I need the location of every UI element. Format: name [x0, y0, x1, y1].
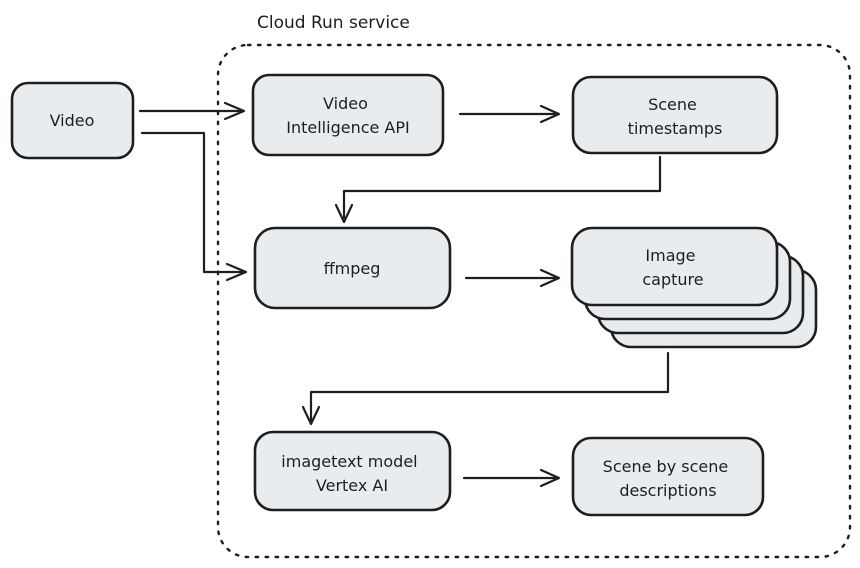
node-scene-by-scene-descriptions: [571, 436, 765, 517]
node-video-intelligence-api-label: Video Intelligence API: [286, 94, 410, 137]
node-image-capture-label: Image capture: [642, 246, 703, 289]
edge-video-to-ffmpeg: [140, 131, 248, 282]
node-scene-timestamps: [571, 75, 779, 155]
node-imagetext-model-label: imagetext model Vertex AI: [281, 452, 422, 495]
node-scene-timestamps-label: Scene timestamps: [628, 95, 723, 138]
node-imagetext-model-vertex-ai: [253, 430, 452, 512]
node-video-intelligence-api: [251, 73, 445, 157]
node-ffmpeg: [253, 226, 452, 310]
edge-video-to-video-intelligence: [138, 101, 246, 121]
node-video-label: Video: [50, 111, 95, 130]
container-title: Cloud Run service: [257, 13, 410, 33]
edge-scene-timestamps-to-ffmpeg: [334, 155, 662, 224]
node-image-capture: [570, 226, 779, 307]
node-video: [10, 81, 135, 160]
cloud-run-container: [216, 43, 852, 559]
edge-video-intelligence-to-scene-timestamps: [458, 104, 561, 124]
node-scene-descriptions-label: Scene by scene descriptions: [603, 457, 734, 500]
edge-imagetext-model-to-scene-descriptions: [462, 468, 561, 488]
node-ffmpeg-label: ffmpeg: [324, 259, 381, 278]
edge-ffmpeg-to-image-capture: [464, 268, 561, 288]
edge-image-capture-to-imagetext-model: [301, 351, 670, 426]
